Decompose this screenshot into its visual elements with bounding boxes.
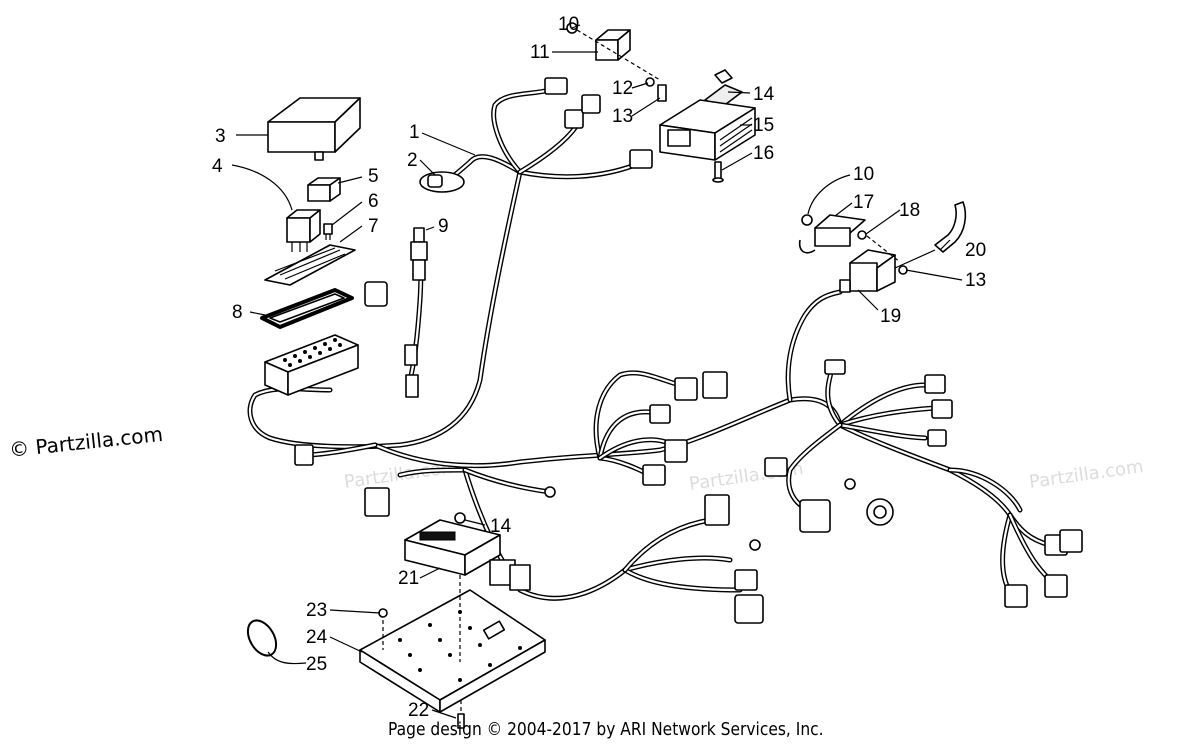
callout-16: 16 [753,143,774,164]
mounting-plate-part [359,575,546,729]
ecu-part [404,512,531,591]
voltage-regulator-part [659,99,756,161]
callout-7: 7 [368,216,379,237]
main-wiring-harness [247,87,1053,601]
callout-25: 25 [306,654,327,675]
mini-relay-part [307,177,341,202]
ring-part [246,619,278,657]
screw-part [712,161,724,183]
callout-10-right: 10 [853,164,874,185]
callout-20: 20 [965,240,986,261]
callout-17: 17 [853,192,874,213]
fuse-box-base-part [264,334,359,396]
callout-14-bottom: 14 [490,516,512,537]
callout-18: 18 [899,200,920,221]
callout-4: 4 [212,156,223,177]
callout-15: 15 [753,115,774,136]
callout-9: 9 [438,216,449,237]
callout-1: 1 [409,122,420,143]
fuse-label-part [264,244,356,286]
callout-3: 3 [215,126,226,147]
washer-bolt-part [576,29,667,102]
callout-labels: 1 2 3 4 5 6 7 8 9 10 11 12 13 14 15 16 1… [212,14,986,721]
relay-part [286,209,321,252]
top-relay-part [566,22,631,61]
callout-5: 5 [368,166,379,187]
callout-21: 21 [398,568,419,589]
callout-6: 6 [368,191,379,212]
callout-13-right: 13 [965,270,986,291]
leader-lines [231,24,963,719]
callout-10-top: 10 [558,14,579,35]
fuse-part [323,223,333,240]
connector-boot-part [419,171,465,193]
callout-24: 24 [306,627,328,648]
harness-connectors [294,77,1083,624]
callout-13-top: 13 [612,106,633,127]
callout-22: 22 [408,700,429,721]
callout-11: 11 [530,42,550,63]
sensor-part [404,227,428,398]
watermark-group: Partzilla.com Partzilla.com Partzilla.co… [343,456,1145,495]
relay-box-cover-part [267,97,361,161]
callout-14-top: 14 [753,84,775,105]
callout-12: 12 [612,78,633,99]
gasket-part [260,288,354,329]
callout-8: 8 [232,302,243,323]
callout-2: 2 [407,150,418,171]
callout-23: 23 [306,600,327,621]
ignition-coil-group [798,201,967,293]
watermark-text: Partzilla.com [1028,456,1145,493]
callout-19: 19 [880,306,901,327]
page-footer: Page design © 2004-2017 by ARI Network S… [388,719,824,740]
